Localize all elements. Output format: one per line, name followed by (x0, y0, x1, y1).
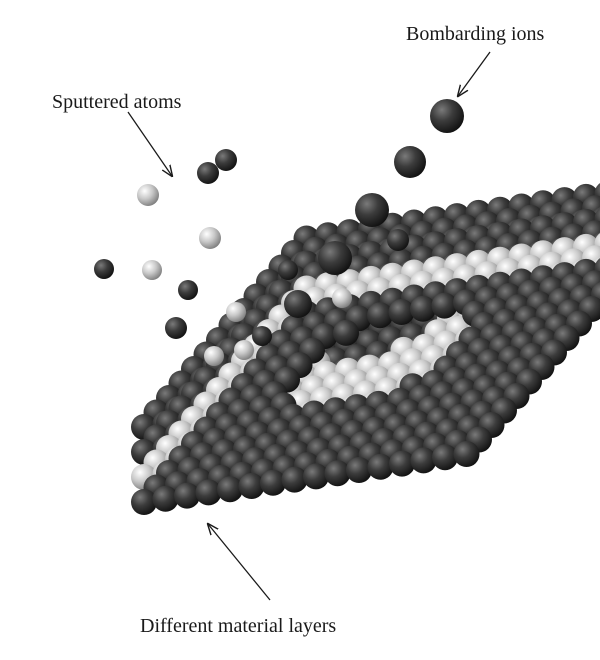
bombarding-ions-label: Bombarding ions (406, 23, 545, 45)
sputtered-arrow (127, 111, 172, 176)
dark-layer-atom (281, 466, 308, 493)
bombarding-ion (355, 193, 389, 227)
dark-layer-atom (195, 479, 222, 506)
dark-layer-atom (174, 482, 200, 509)
dark-layer-atom (367, 302, 393, 329)
sputtered-dark-atom (197, 162, 219, 184)
dark-layer-atom (410, 295, 436, 322)
sputtered-dark-atom (94, 259, 114, 279)
displaced-light-atom (204, 346, 224, 366)
dark-layer-atom (346, 457, 372, 483)
sputtered-light-atom (142, 260, 162, 280)
displaced-dark-atom (252, 326, 272, 346)
layers-arrow (208, 524, 271, 601)
dark-layer-atom (389, 450, 415, 477)
sputtered-light-atom (199, 227, 221, 249)
dark-layer-atom (217, 476, 243, 503)
dark-layer-atom (333, 319, 359, 346)
sputtered-atoms-label: Sputtered atoms (52, 91, 182, 113)
material-slab (131, 183, 600, 515)
displaced-light-atom (226, 302, 246, 322)
dark-layer-atom (367, 453, 394, 480)
material-layers-label: Different material layers (140, 615, 337, 637)
displaced-dark-atom (284, 290, 312, 318)
dark-layer-atom (260, 469, 286, 496)
bombarding-ion (394, 146, 426, 178)
dark-layer-atom (388, 299, 415, 325)
ions-arrow (458, 51, 491, 96)
sputtered-dark-atom (278, 260, 298, 280)
displaced-light-atom (332, 288, 352, 308)
dark-layer-atom (431, 292, 458, 319)
displaced-dark-atom (178, 280, 198, 300)
displaced-dark-atom (165, 317, 187, 339)
dark-layer-atom (303, 463, 329, 490)
dark-layer-atom (238, 473, 265, 499)
dark-layer-atom (410, 447, 437, 474)
dark-layer-atom (324, 460, 351, 487)
bombarding-ion (387, 229, 409, 251)
sputtered-dark-atom (215, 149, 237, 171)
sputtered-light-atom (137, 184, 159, 206)
flying-particles (94, 99, 464, 280)
dark-layer-atom (453, 441, 480, 467)
dark-layer-atom (152, 485, 179, 512)
dark-layer-atom (131, 489, 157, 515)
bombarding-ion (430, 99, 464, 133)
bombarding-ion (318, 241, 352, 275)
dark-layer-atom (432, 444, 458, 471)
displaced-light-atom (234, 340, 254, 360)
